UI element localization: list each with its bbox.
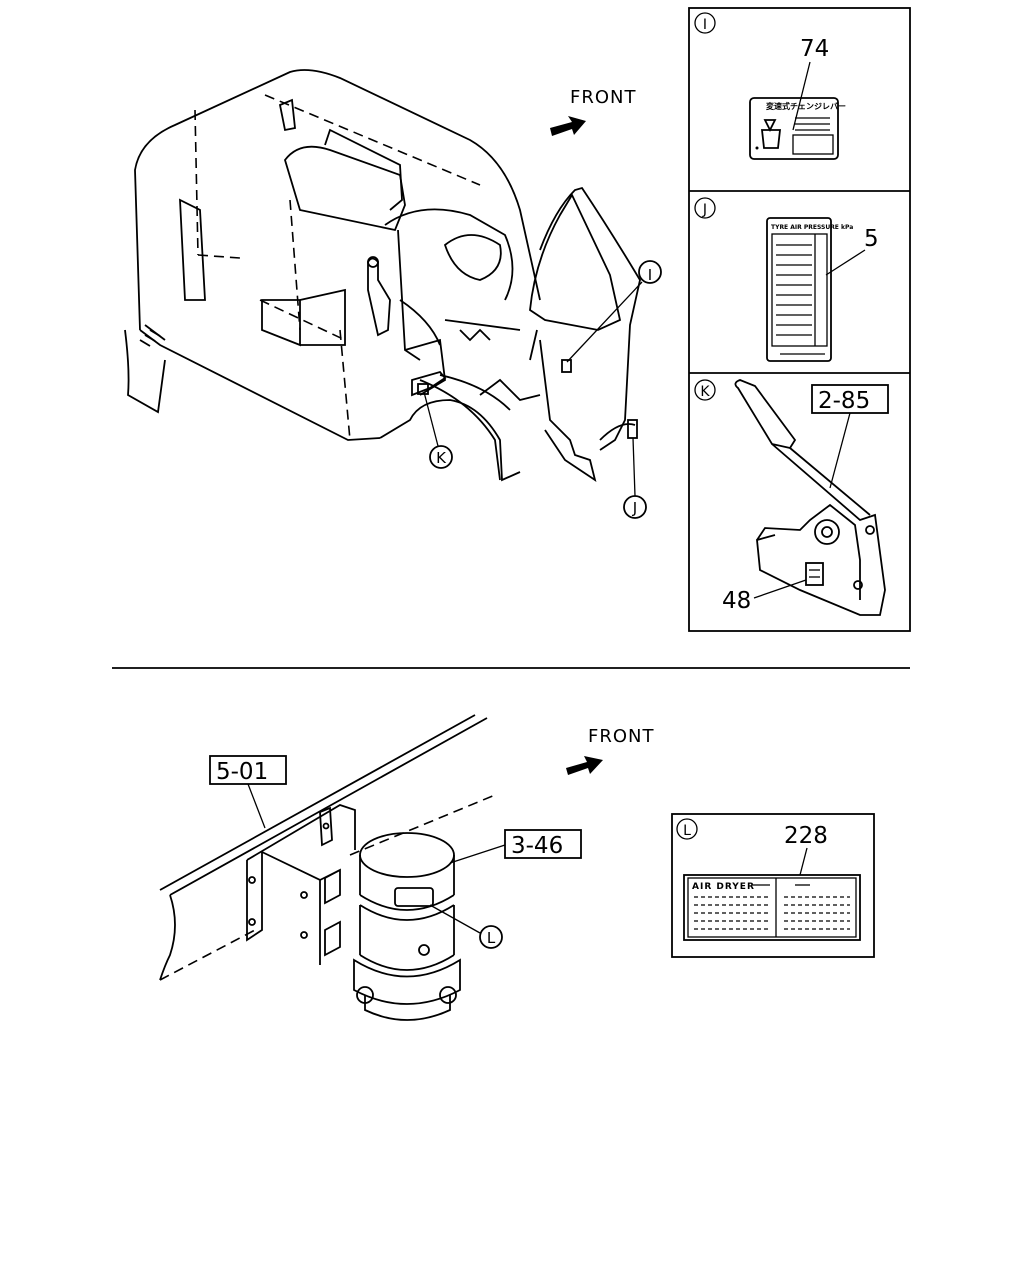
callout-l: L: [429, 904, 503, 949]
callout-k: K: [423, 391, 453, 469]
gear-label-plate: [749, 97, 839, 160]
brake-handle: [734, 379, 797, 450]
svg-text:TYRE AIR PRESSURE kPa: TYRE AIR PRESSURE kPa: [771, 224, 853, 231]
part-number-48: 48: [722, 588, 751, 614]
arrow-icon: [550, 116, 586, 136]
ref-5-01: 5-01: [209, 755, 287, 829]
part-number-5: 5: [864, 226, 879, 252]
cab-interior-drawing: [124, 69, 641, 483]
svg-text:5-01: 5-01: [216, 759, 268, 785]
callout-i: I: [566, 260, 662, 363]
air-dryer-drawing: [159, 714, 496, 1021]
air-dryer-label: [683, 874, 861, 941]
front-label-upper: FRONT: [570, 87, 637, 108]
ref-3-46: 3-46: [449, 829, 582, 864]
front-label-lower: FRONT: [588, 726, 655, 747]
part-number-228: 228: [784, 823, 828, 849]
panel-l: L 228 AIR DRYER: [671, 813, 875, 958]
svg-text:AIR DRYER: AIR DRYER: [692, 882, 755, 892]
svg-text:L: L: [683, 823, 691, 839]
svg-text:3-46: 3-46: [511, 833, 563, 859]
svg-text:I: I: [648, 266, 652, 284]
arrow-icon: [566, 756, 603, 775]
brake-label: [805, 562, 824, 586]
svg-text:L: L: [487, 929, 496, 947]
detail-panels-frame: [688, 7, 911, 632]
svg-text:K: K: [700, 384, 710, 400]
callout-j: J: [623, 437, 647, 519]
panel-k: K 2-85 48: [694, 379, 889, 616]
dryer-label: [394, 887, 434, 907]
panel-i: I 74 変速式チェンジレバー: [694, 12, 846, 160]
part-number-74: 74: [800, 36, 829, 62]
svg-text:J: J: [632, 499, 637, 517]
svg-text:変速式チェンジレバー: 変速式チェンジレバー: [766, 101, 846, 111]
gear-shift-icon: [763, 119, 777, 133]
front-arrow-upper: FRONT: [550, 87, 637, 136]
front-arrow-lower: FRONT: [566, 726, 655, 775]
panel-j: J 5 TYRE AIR PRESSURE kPa: [694, 197, 879, 362]
svg-text:I: I: [703, 17, 707, 33]
svg-text:K: K: [436, 449, 447, 467]
svg-text:J: J: [702, 202, 707, 218]
svg-text:2-85: 2-85: [818, 388, 870, 414]
tyre-pressure-label: [766, 217, 832, 362]
